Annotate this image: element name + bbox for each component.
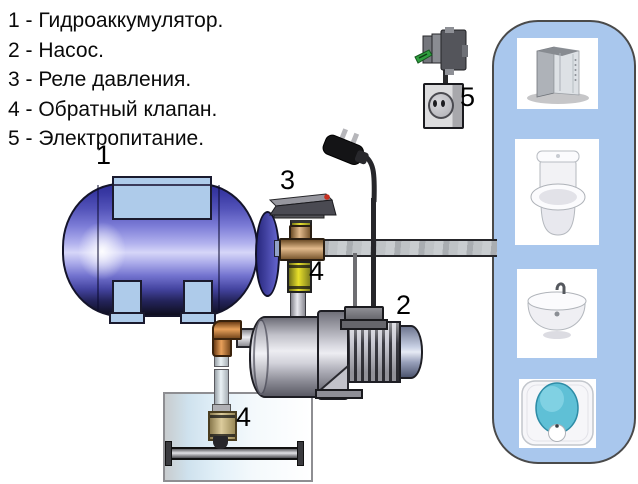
pump-front-ring (253, 319, 269, 395)
power-cable (371, 198, 376, 309)
breaker-cable (443, 70, 448, 86)
legend-item-power: 5 - Электропитание. (8, 127, 205, 150)
check-valve-well (208, 411, 237, 441)
circuit-breaker-icon (414, 27, 472, 80)
motor-end-cap (399, 325, 423, 379)
valve-band (289, 286, 310, 289)
legend-item-relay: 3 - Реле давления. (8, 68, 192, 91)
fixtures-panel (492, 20, 636, 464)
motor-terminal-base (340, 319, 388, 330)
callout-tank: 1 (96, 140, 112, 170)
tank-foot-base (109, 312, 145, 324)
well-bar-end (165, 441, 172, 466)
callout-check-valve-well: 4 (236, 402, 252, 432)
shower-cabin-icon (517, 38, 598, 109)
tank-handle-line (114, 184, 210, 186)
water-heater-icon (519, 379, 596, 448)
tank-foot-base (180, 312, 216, 324)
check-valve-upper (287, 261, 312, 293)
cross-fitting-horizontal (279, 238, 325, 261)
legend-item-check-valve: 4 - Обратный клапан. (8, 97, 218, 121)
water-well (163, 392, 313, 482)
legend-item-tank: 1 - Гидроаккумулятор. (8, 9, 224, 32)
copper-elbow-horizontal (212, 320, 242, 340)
legend: 1 - Гидроаккумулятор. 2 - Насос. 3 - Рел… (8, 6, 223, 154)
callout-relay: 3 (280, 165, 296, 195)
washbasin-icon (517, 269, 597, 358)
tank-seam (97, 185, 99, 311)
pressure-relay (260, 188, 340, 227)
tank-seam (218, 185, 220, 311)
toilet-icon (515, 139, 599, 245)
wall-socket-icon (423, 83, 464, 129)
valve-band (210, 434, 235, 437)
socket-hole (433, 100, 437, 107)
pump-foot-base (315, 389, 363, 399)
supply-pipe (314, 239, 497, 257)
power-plug-icon (312, 128, 380, 209)
well-bar-end (297, 441, 304, 466)
tank-highlight (78, 222, 126, 280)
socket-hole (441, 100, 445, 107)
valve-band (289, 265, 310, 268)
callout-check-valve-upper: 4 (309, 256, 325, 286)
relay-wire (353, 253, 357, 309)
well-bottom-bar (168, 447, 304, 460)
valve-band (210, 415, 235, 418)
callout-power: 5 (460, 82, 476, 112)
tank-handle (112, 176, 212, 220)
callout-pump: 2 (396, 290, 412, 320)
legend-item-pump: 2 - Насос. (8, 38, 104, 62)
valve-strainer-tip (213, 436, 228, 449)
